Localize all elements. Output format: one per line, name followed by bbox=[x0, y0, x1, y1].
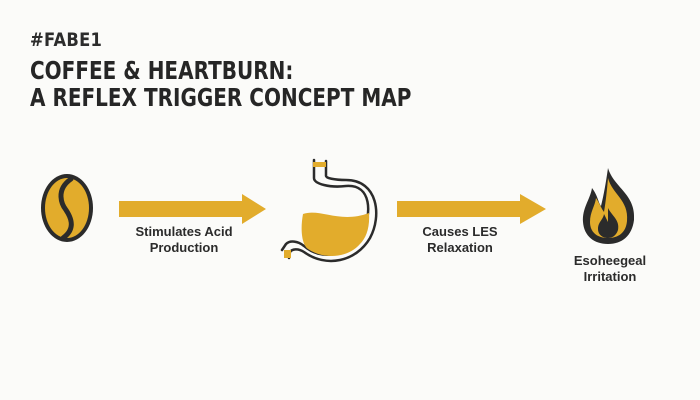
title-line-1: COFFEE & HEARTBURN: bbox=[30, 56, 294, 85]
edge-label-line: Production bbox=[149, 240, 219, 255]
node-label-line: Irritation bbox=[583, 269, 637, 284]
flame-icon bbox=[582, 168, 635, 244]
node-label-esophageal-irritation: Esoheegeal Irritation bbox=[562, 253, 658, 285]
arrow-connector bbox=[119, 194, 266, 224]
page-title: COFFEE & HEARTBURN: A REFLEX TRIGGER CON… bbox=[30, 57, 411, 111]
arrow-connector bbox=[397, 194, 546, 224]
stomach-icon bbox=[280, 158, 378, 263]
node-label-line: Esoheegeal bbox=[573, 253, 647, 268]
edge-label-line: Stimulates Acid bbox=[135, 224, 233, 239]
edge-label-line: Causes LES bbox=[422, 224, 498, 239]
title-line-2: A REFLEX TRIGGER CONCEPT MAP bbox=[30, 83, 412, 112]
edge-label-stimulates-acid: Stimulates Acid Production bbox=[130, 224, 238, 256]
hashtag-label: #FABE1 bbox=[30, 29, 103, 51]
coffee-bean-icon bbox=[41, 174, 93, 242]
edge-label-les-relaxation: Causes LES Relaxation bbox=[410, 224, 510, 256]
edge-label-line: Relaxation bbox=[427, 240, 493, 255]
